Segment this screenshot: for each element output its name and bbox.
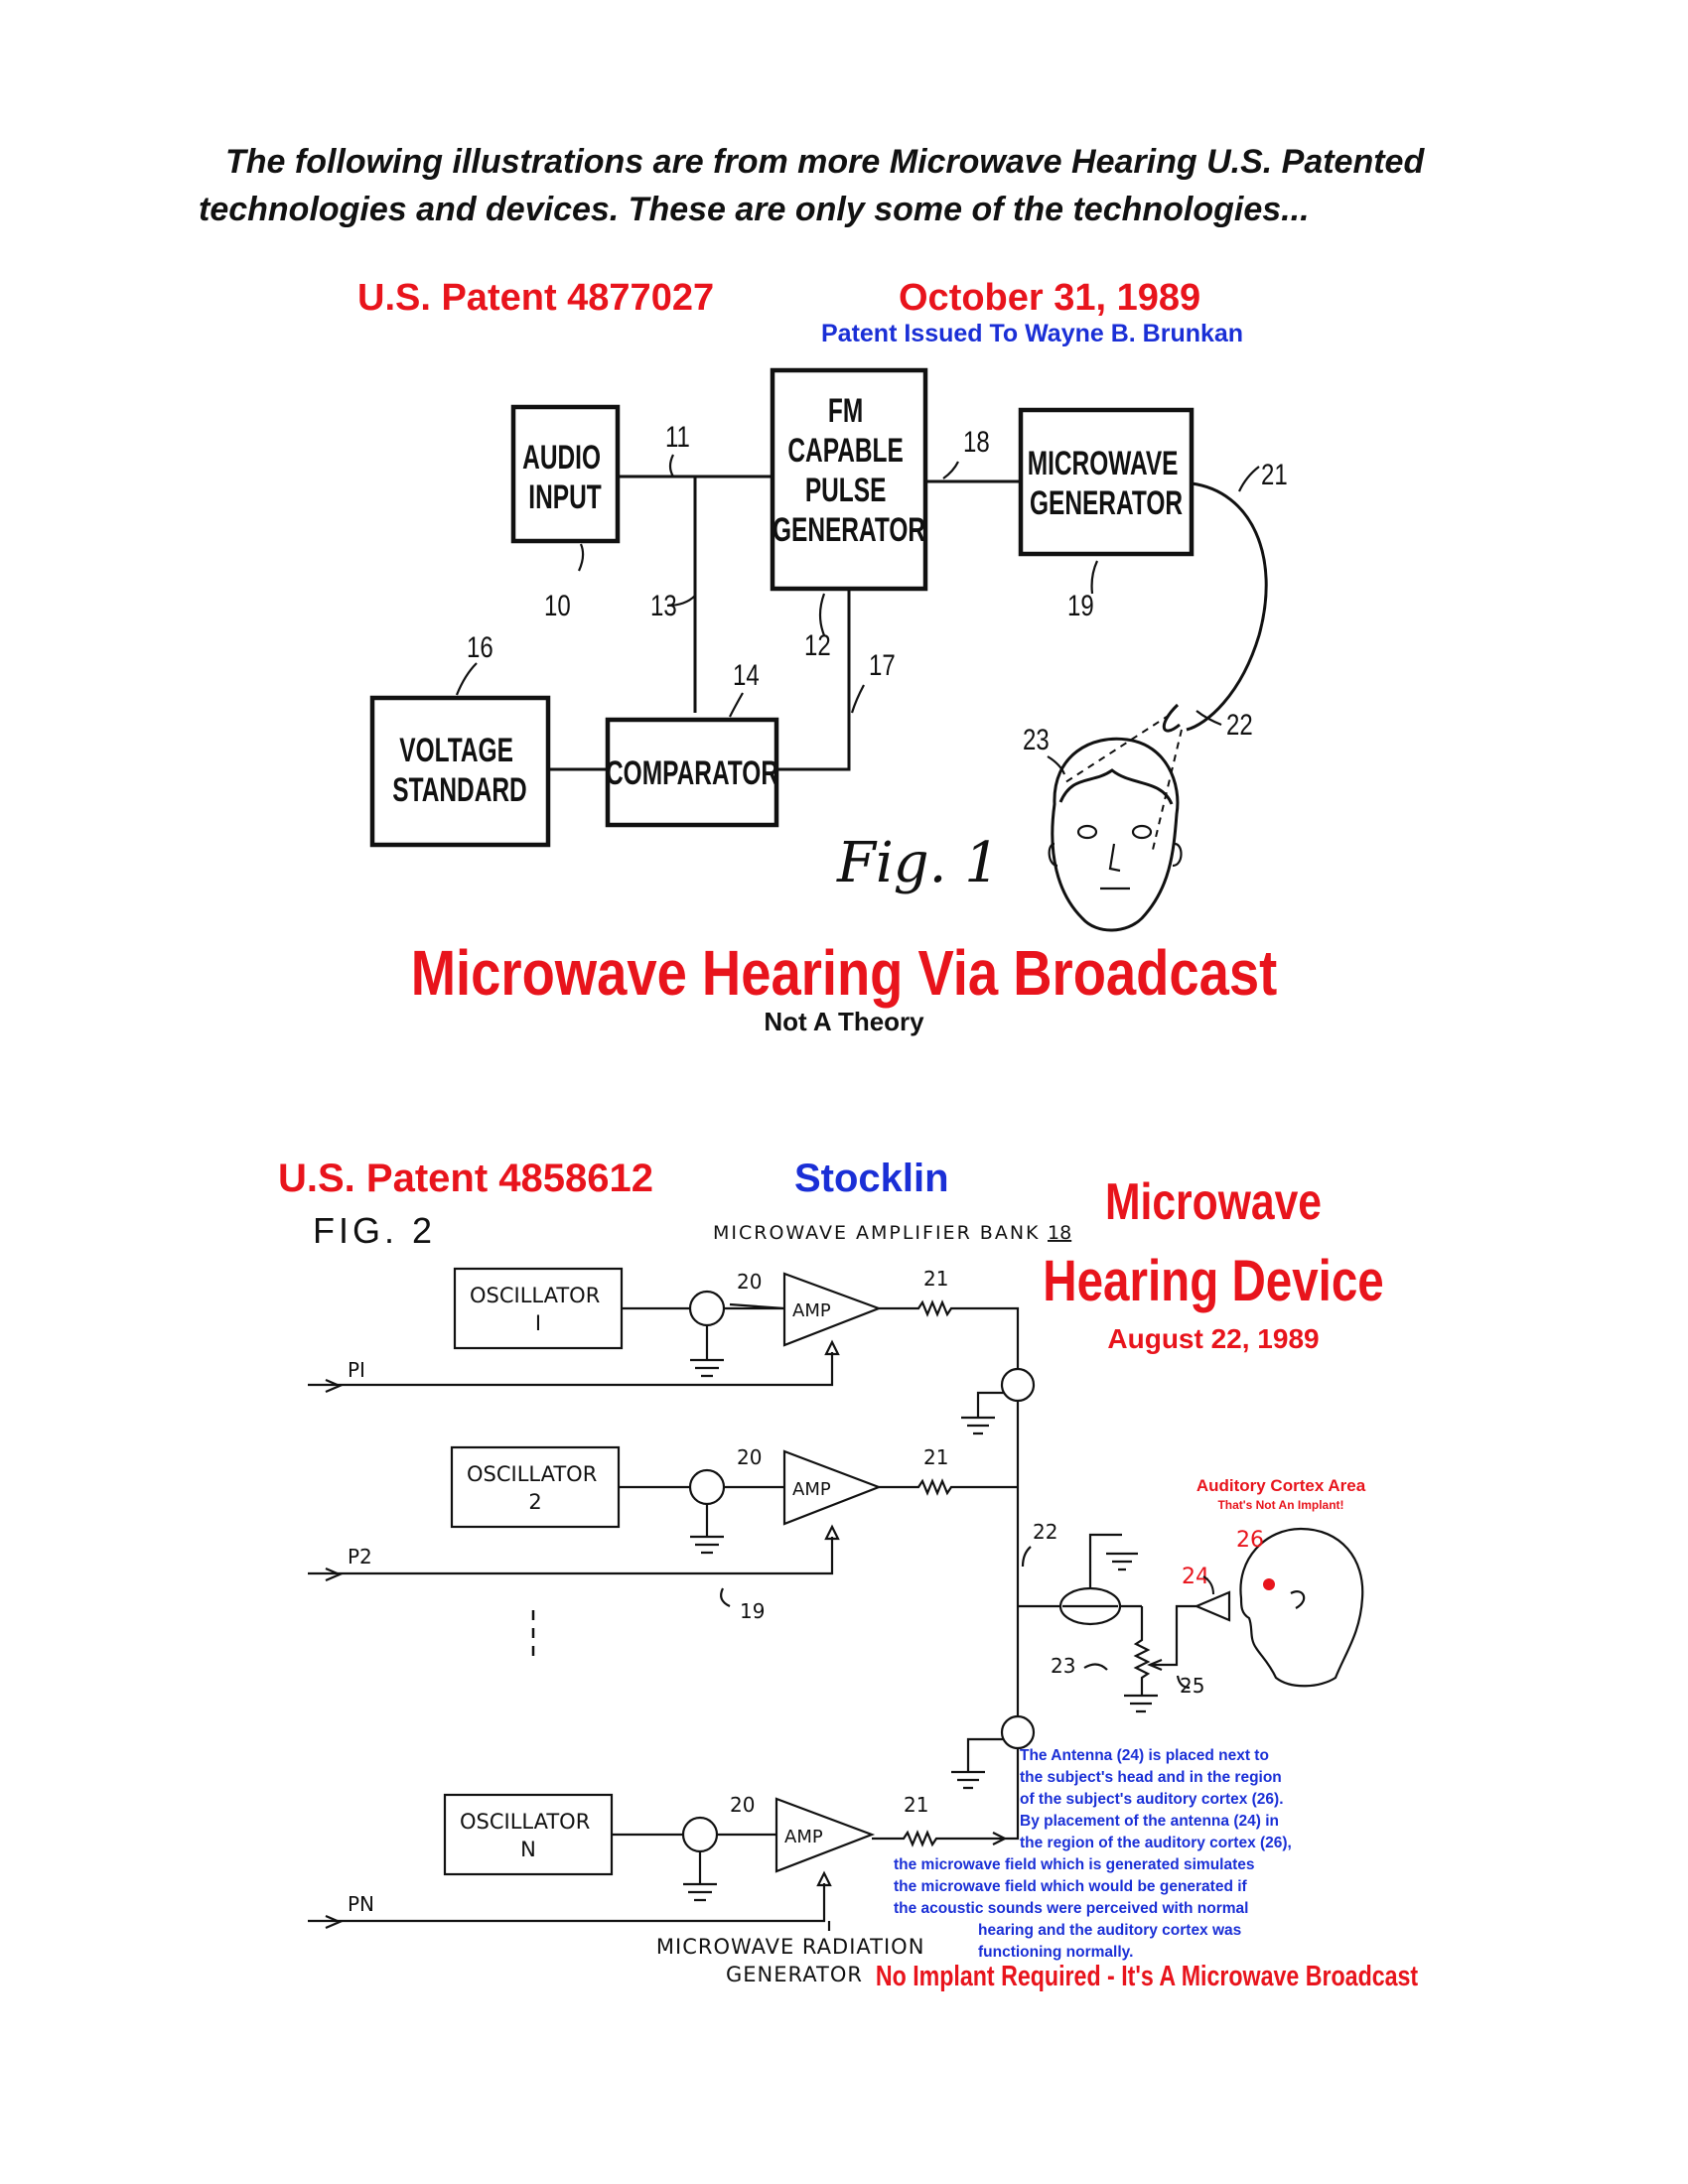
cortex-label: Auditory Cortex Area	[1196, 1476, 1366, 1495]
fig1-patent-number: U.S. Patent 4877027	[357, 277, 714, 319]
pulse-generator-box	[770, 367, 928, 592]
figure-1: U.S. Patent 4877027 October 31, 1989 Pat…	[357, 277, 1288, 1036]
voltage-standard-box	[369, 695, 551, 848]
svg-text:16: 16	[467, 629, 493, 663]
svg-text:18: 18	[963, 424, 990, 458]
svg-text:AMP: AMP	[792, 1300, 831, 1321]
svg-text:14: 14	[733, 657, 760, 691]
input-p1: PI	[348, 1358, 365, 1382]
svg-text:11: 11	[665, 419, 690, 453]
channel-n: OSCILLATOR N 20 AMP 21 PN	[308, 1793, 1008, 1930]
auditory-cortex-dot	[1263, 1578, 1275, 1590]
svg-text:17: 17	[869, 647, 896, 681]
svg-text:the subject's head and in the: the subject's head and in the region	[1020, 1769, 1282, 1786]
intro-line-2: technologies and devices. These are only…	[199, 191, 1310, 228]
svg-text:23: 23	[1023, 722, 1050, 755]
intro-line-1: The following illustrations are from mor…	[225, 143, 1425, 181]
fig1-subline: Not A Theory	[764, 1007, 924, 1036]
fig2-title-2: Hearing Device	[1043, 1250, 1384, 1314]
svg-text:10: 10	[544, 588, 571, 621]
bus-22	[1003, 1400, 1020, 1841]
svg-text:20: 20	[737, 1270, 762, 1294]
microwave-generator-label: MICROWAVE GENERATOR	[1028, 445, 1186, 522]
svg-text:the region of the auditory cor: the region of the auditory cortex (26),	[1020, 1835, 1292, 1851]
antenna-22	[1162, 703, 1181, 733]
head-illustration-2	[1239, 1527, 1364, 1688]
svg-text:21: 21	[923, 1267, 948, 1291]
oscillator-n-label: OSCILLATOR N	[460, 1810, 597, 1861]
leader-22	[1021, 1546, 1032, 1568]
wire-17	[776, 591, 851, 771]
audio-input-label: AUDIO INPUT	[522, 439, 608, 516]
channel-2: OSCILLATOR 2 20 AMP 21 P2 19	[308, 1445, 1018, 1660]
head-illustration-1	[1048, 737, 1183, 932]
svg-text:of the subject's auditory cort: of the subject's auditory cortex (26).	[1020, 1791, 1284, 1808]
svg-text:hearing and the auditory corte: hearing and the auditory cortex was	[978, 1922, 1241, 1939]
comparator-box	[605, 717, 779, 828]
fig1-label: Fig. 1	[836, 831, 1000, 895]
fig1-patent-date: October 31, 1989	[899, 277, 1200, 319]
svg-text:the microwave field which woul: the microwave field which would be gener…	[894, 1878, 1248, 1895]
microwave-generator-box	[1018, 407, 1195, 557]
oscillator-2-label: OSCILLATOR 2	[467, 1462, 604, 1514]
amplifier-bank-ref: 18	[1048, 1222, 1071, 1244]
combiner-bottom	[1000, 1714, 1036, 1750]
svg-text:22: 22	[1033, 1520, 1057, 1544]
fig1-headline: Microwave Hearing Via Broadcast	[411, 937, 1278, 1009]
svg-text:19: 19	[1067, 588, 1094, 621]
svg-text:The Antenna (24) is placed nex: The Antenna (24) is placed next to	[1020, 1747, 1269, 1764]
svg-text:By placement of the antenna (2: By placement of the antenna (24) in	[1020, 1813, 1279, 1830]
channel-1: OSCILLATOR I 20 AMP 21 PI	[308, 1267, 1036, 1435]
output-stage: 23 25	[1018, 1533, 1231, 1713]
fig2-patent-number: U.S. Patent 4858612	[278, 1157, 653, 1200]
svg-text:26: 26	[1236, 1528, 1264, 1553]
input-pn: PN	[348, 1892, 374, 1916]
amplifier-bank-label: MICROWAVE AMPLIFIER BANK	[713, 1222, 1041, 1244]
fig2-title-1: Microwave	[1105, 1173, 1322, 1231]
svg-text:the microwave field which is g: the microwave field which is generated s…	[894, 1856, 1255, 1873]
svg-text:20: 20	[730, 1793, 755, 1817]
microwave-radiation-generator-label: MICROWAVE RADIATION GENERATOR	[656, 1935, 932, 1986]
svg-text:AMP: AMP	[784, 1827, 823, 1847]
fig2-date: August 22, 1989	[1107, 1323, 1319, 1354]
antenna-cable-21	[1186, 481, 1268, 732]
fig2-inventor: Stocklin	[794, 1157, 949, 1200]
svg-text:21: 21	[1261, 457, 1288, 490]
svg-text:the acoustic sounds were perce: the acoustic sounds were perceived with …	[894, 1900, 1248, 1917]
audio-input-box	[510, 404, 621, 544]
svg-text:20: 20	[737, 1445, 762, 1469]
voltage-standard-label: VOLTAGE STANDARD	[392, 732, 526, 809]
cortex-sublabel: That's Not An Implant!	[1217, 1498, 1343, 1512]
fig2-label: FIG. 2	[313, 1210, 436, 1251]
fig1-leader-lines	[455, 454, 1260, 775]
field-lines	[1061, 714, 1183, 855]
ground-bottom	[951, 1737, 1004, 1790]
svg-text:AMP: AMP	[792, 1479, 831, 1500]
antenna-note: The Antenna (24) is placed next to the s…	[894, 1747, 1292, 1961]
svg-text:21: 21	[904, 1793, 928, 1817]
svg-text:19: 19	[740, 1599, 765, 1623]
svg-text:12: 12	[804, 627, 831, 661]
oscillator-1-label: OSCILLATOR I	[470, 1284, 607, 1335]
comparator-label: COMPARATOR	[606, 754, 778, 792]
input-p2: P2	[348, 1545, 372, 1569]
svg-text:21: 21	[923, 1445, 948, 1469]
svg-text:functioning normally.: functioning normally.	[978, 1944, 1133, 1961]
fig2-footer: No Implant Required - It's A Microwave B…	[876, 1959, 1419, 1991]
fig1-issued-to: Patent Issued To Wayne B. Brunkan	[821, 320, 1243, 347]
figure-2: U.S. Patent 4858612 Stocklin FIG. 2 MICR…	[278, 1157, 1418, 1992]
svg-text:23: 23	[1051, 1654, 1075, 1678]
pulse-generator-label: FM CAPABLE PULSE GENERATOR	[773, 392, 925, 549]
svg-text:22: 22	[1226, 707, 1253, 741]
